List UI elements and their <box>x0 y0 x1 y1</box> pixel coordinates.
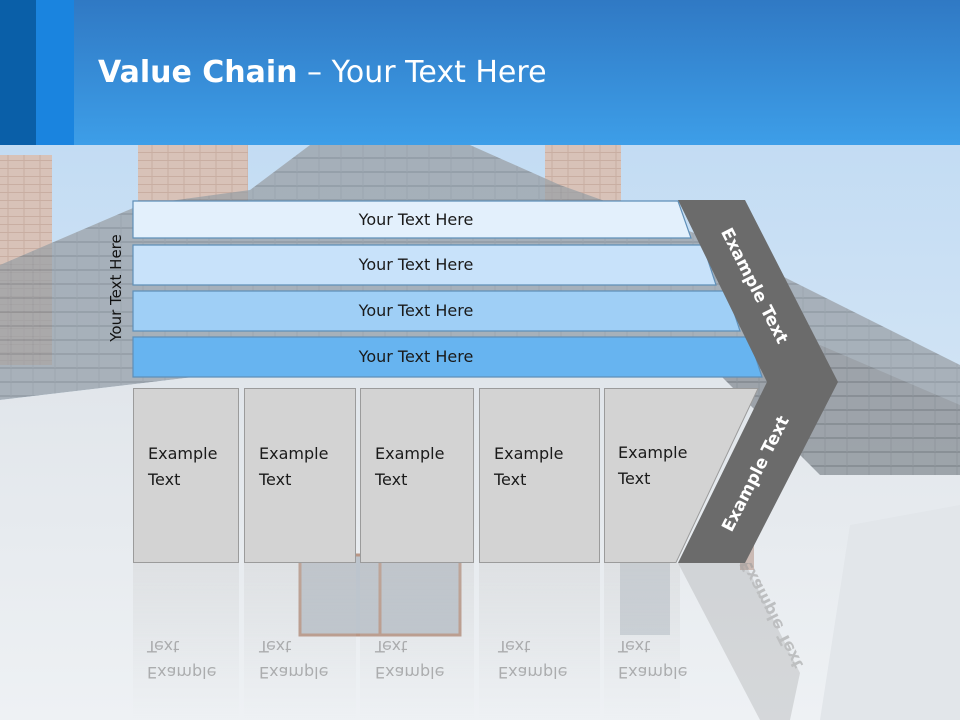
activity-box: Example Text <box>244 388 356 563</box>
activity-box-label: Example Text <box>375 444 445 489</box>
reflection-box <box>479 563 600 720</box>
activity-box: Example Text <box>133 388 239 563</box>
slide-title: Value Chain – Your Text Here <box>98 55 547 90</box>
reflection-box <box>604 563 680 720</box>
reflection-box <box>133 563 239 720</box>
header-accent-band-light <box>36 0 74 145</box>
diagram-reflection: Example Text Example Text Example Text E… <box>0 563 960 720</box>
chevron-reflection <box>678 563 800 720</box>
row-label: Your Text Here <box>358 301 474 320</box>
row-label: Your Text Here <box>358 255 474 274</box>
activity-box-label: Example Text <box>618 443 688 488</box>
row-label: Your Text Here <box>358 210 474 229</box>
slide-title-rest: – Your Text Here <box>297 55 547 90</box>
reflection-box <box>244 563 356 720</box>
activity-box-label: Example Text <box>494 444 564 489</box>
activity-box: Example Text <box>604 388 764 563</box>
activity-box: Example Text <box>360 388 474 563</box>
activity-box: Example Text <box>479 388 600 563</box>
header-accent-band <box>0 0 36 145</box>
row-label: Your Text Here <box>358 347 474 366</box>
slide-title-bold: Value Chain <box>98 55 298 90</box>
vertical-label: Your Text Here <box>107 234 125 342</box>
activity-box-label: Example Text <box>148 444 218 489</box>
slide-header: Value Chain – Your Text Here <box>0 0 960 145</box>
reflection-box <box>360 563 474 720</box>
activity-box-label: Example Text <box>259 444 329 489</box>
